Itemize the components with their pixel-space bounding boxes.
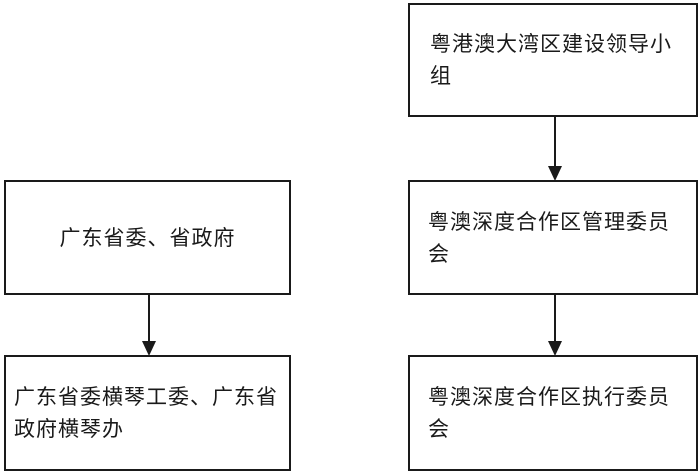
node-guangdong-committee-government: 广东省委、省政府 (4, 180, 291, 295)
arrowhead-right-upper (548, 166, 562, 181)
node-management-committee: 粤澳深度合作区管理委员会 (408, 180, 698, 295)
node-label: 广东省委、省政府 (59, 225, 236, 250)
arrowhead-left (142, 341, 156, 356)
node-executive-committee: 粤澳深度合作区执行委员会 (408, 355, 698, 471)
node-label: 粤澳深度合作区执行委员会 (428, 385, 670, 441)
node-label: 粤港澳大湾区建设领导小组 (430, 32, 672, 88)
node-label: 粤澳深度合作区管理委员会 (428, 209, 670, 266)
arrowhead-right-lower (548, 341, 562, 356)
node-gba-leading-group: 粤港澳大湾区建设领导小组 (408, 3, 698, 117)
node-hengqin-work-committee-office: 广东省委横琴工委、广东省政府横琴办 (4, 355, 291, 471)
node-label: 广东省委横琴工委、广东省政府横琴办 (14, 385, 278, 441)
